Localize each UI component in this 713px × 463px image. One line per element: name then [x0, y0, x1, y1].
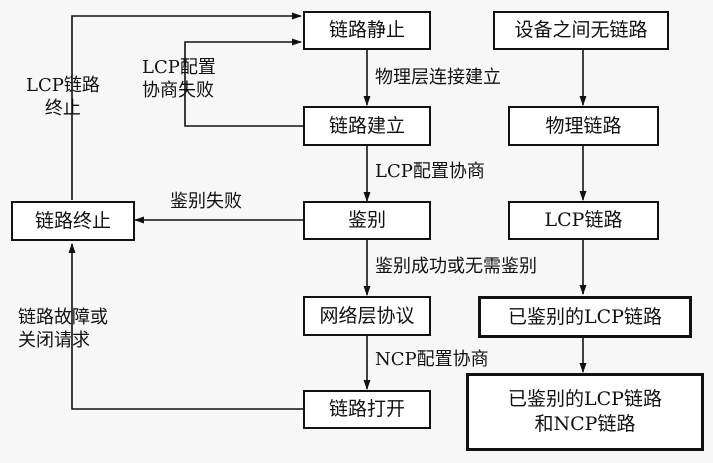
lcp-link-text: LCP链路	[544, 209, 623, 232]
no-link-box: 设备之间无链路	[493, 11, 669, 50]
auth-fail-label: 鉴别失败	[170, 191, 242, 212]
link-terminate-box: 链路终止	[11, 201, 135, 241]
link-establish-box: 链路建立	[303, 106, 431, 146]
lcp-negotiate-label: LCP配置协商	[375, 161, 485, 182]
link-open-box: 链路打开	[303, 390, 431, 429]
authed-lcp-link-box: 已鉴别的LCP链路	[478, 296, 692, 338]
arrow-fault-to-terminate	[68, 243, 303, 410]
authed-lcp-ncp-link-box: 已鉴别的LCP链路 和NCP链路	[466, 373, 704, 451]
no-link-text: 设备之间无链路	[514, 19, 648, 42]
authed-lcp-ncp-link-text: 已鉴别的LCP链路 和NCP链路	[508, 388, 662, 435]
physical-link-box: 物理链路	[508, 106, 659, 146]
authenticate-box: 鉴别	[303, 201, 431, 240]
link-open-text: 链路打开	[328, 398, 405, 421]
link-dead-text: 链路静止	[328, 19, 405, 42]
link-terminate-text: 链路终止	[34, 209, 111, 232]
link-establish-text: 链路建立	[328, 114, 405, 137]
ncp-negotiate-label: NCP配置协商	[375, 349, 489, 370]
network-protocol-text: 网络层协议	[319, 304, 415, 327]
link-dead-box: 链路静止	[303, 11, 431, 50]
arrow-lcp-fail-loop	[184, 38, 303, 127]
authenticate-text: 鉴别	[347, 209, 386, 232]
lcp-fail-label: LCP配置 协商失败	[142, 57, 216, 102]
physical-link-text: 物理链路	[545, 114, 622, 137]
fault-or-close-label: 链路故障或 关闭请求	[18, 307, 108, 352]
authed-lcp-link-text: 已鉴别的LCP链路	[508, 305, 662, 328]
auth-success-label: 鉴别成功或无需鉴别	[375, 256, 537, 277]
physical-up-label: 物理层连接建立	[375, 67, 501, 88]
lcp-link-box: LCP链路	[508, 201, 659, 240]
arrow-terminate-to-dead	[71, 12, 302, 200]
network-protocol-box: 网络层协议	[303, 296, 431, 336]
lcp-terminate-label: LCP链路 终止	[26, 75, 100, 120]
